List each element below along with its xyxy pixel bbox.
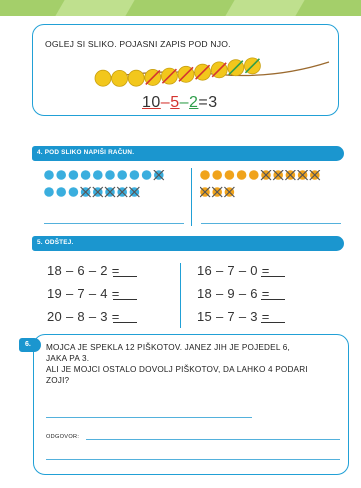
exercise-4-left-answer-line[interactable] [44,223,184,224]
counting-dot [153,170,165,181]
counting-dot [44,170,54,180]
exercise-3-instruction: OGLEJ SI SLIKO. POJASNI ZAPIS POD NJO. [45,39,231,49]
exercise-6-number-badge: 6. [19,338,41,352]
calc-left-2-blank[interactable] [113,299,137,300]
counting-dot [129,170,140,180]
eq-minus-1: – [160,94,171,111]
decorative-stripe [55,0,135,16]
bead [161,67,178,85]
eq-equals: = [198,94,209,111]
bead [177,65,195,83]
exercise-5-header: 5. ODŠTEJ. [32,236,344,251]
exercise-6-line-2: JAKA PA 3. [46,354,90,363]
counting-dot [117,170,127,180]
answer-label: ODGOVOR: [46,434,80,440]
exercise-5-divider [180,263,182,328]
exercise-6-box: MOJCA JE SPEKLA 12 PIŠKOTOV. JANEZ JIH J… [33,334,349,475]
calc-left-3-blank[interactable] [113,322,137,323]
calc-right-2-blank[interactable] [261,299,285,300]
exercise-4-header: 4. POD SLIKO NAPIŠI RAČUN. [32,146,344,161]
counting-dot [56,170,66,180]
counting-dot [44,187,54,197]
bead [194,63,211,81]
bead [227,59,245,77]
calc-right-3-blank[interactable] [261,322,285,323]
counting-dot [211,186,223,198]
counting-dot [200,170,210,180]
counting-dot [284,170,296,181]
counting-dot [80,186,92,198]
counting-dot [128,186,140,198]
exercise-6-answer-line-2[interactable] [46,459,340,460]
bead [243,57,261,75]
exercise-5-title: 5. ODŠTEJ. [37,239,74,246]
counting-dot [272,170,284,181]
exercise-4-title: 4. POD SLIKO NAPIŠI RAČUN. [37,149,135,156]
eq-total: 10 [142,94,161,111]
bead [144,69,162,86]
eq-sub-2: 2 [189,94,199,111]
exercise-3-equation: 10–5–2=3 [142,94,218,112]
exercise-6-line-4: ZOJI? [46,376,70,385]
counting-dot [297,170,309,181]
calc-left-3: 20 – 8 – 3 = [47,309,120,324]
counting-dot [200,186,211,198]
calc-right-1-blank[interactable] [261,276,285,277]
bead [210,61,228,79]
eq-minus-2: – [179,94,190,111]
decorative-stripe [225,0,305,16]
calc-right-1: 16 – 7 – 0 = [197,263,270,278]
exercise-4-right-answer-line[interactable] [201,223,341,224]
exercise-6-answer-line-1[interactable] [86,439,340,440]
exercise-6-calc-line[interactable] [46,417,252,418]
calc-left-1-blank[interactable] [113,276,137,277]
counting-dot [223,186,235,198]
bead [111,69,129,87]
counting-dot [68,170,79,180]
bead [127,69,145,87]
eq-result: 3 [208,94,218,111]
counting-dot [56,187,66,197]
counting-dot [105,170,115,180]
counting-dot [236,170,247,180]
calc-left-1: 18 – 6 – 2 = [47,263,120,278]
counting-dot [309,170,321,181]
exercise-6-line-1: MOJCA JE SPEKLA 12 PIŠKOTOV. JANEZ JIH J… [46,343,290,352]
counting-dot [260,170,272,181]
eq-sub-1: 5 [170,94,180,111]
counting-dot [249,170,259,180]
calc-left-2: 19 – 7 – 4 = [47,286,120,301]
exercise-4-left-dots [44,170,165,198]
calc-right-3: 15 – 7 – 3 = [197,309,270,324]
exercise-4-divider [191,168,193,226]
exercise-6-line-3: ALI JE MOJCI OSTALO DOVOLJ PIŠKOTOV, DA … [46,365,308,374]
counting-dot [93,170,103,180]
counting-dot [104,186,116,198]
counting-dot [116,186,128,198]
counting-dot [92,186,104,198]
exercise-4-right-dots [200,170,321,198]
top-decorative-band [0,0,361,16]
counting-dot [80,170,91,180]
bead [94,69,112,87]
counting-dot [141,170,152,180]
counting-dot [68,187,79,197]
bead-string-picture [94,57,330,87]
counting-dot [224,170,235,180]
calc-right-2: 18 – 9 – 6 = [197,286,270,301]
exercise-3-box: OGLEJ SI SLIKO. POJASNI ZAPIS POD NJO. 1… [32,24,339,116]
counting-dot [212,170,222,180]
